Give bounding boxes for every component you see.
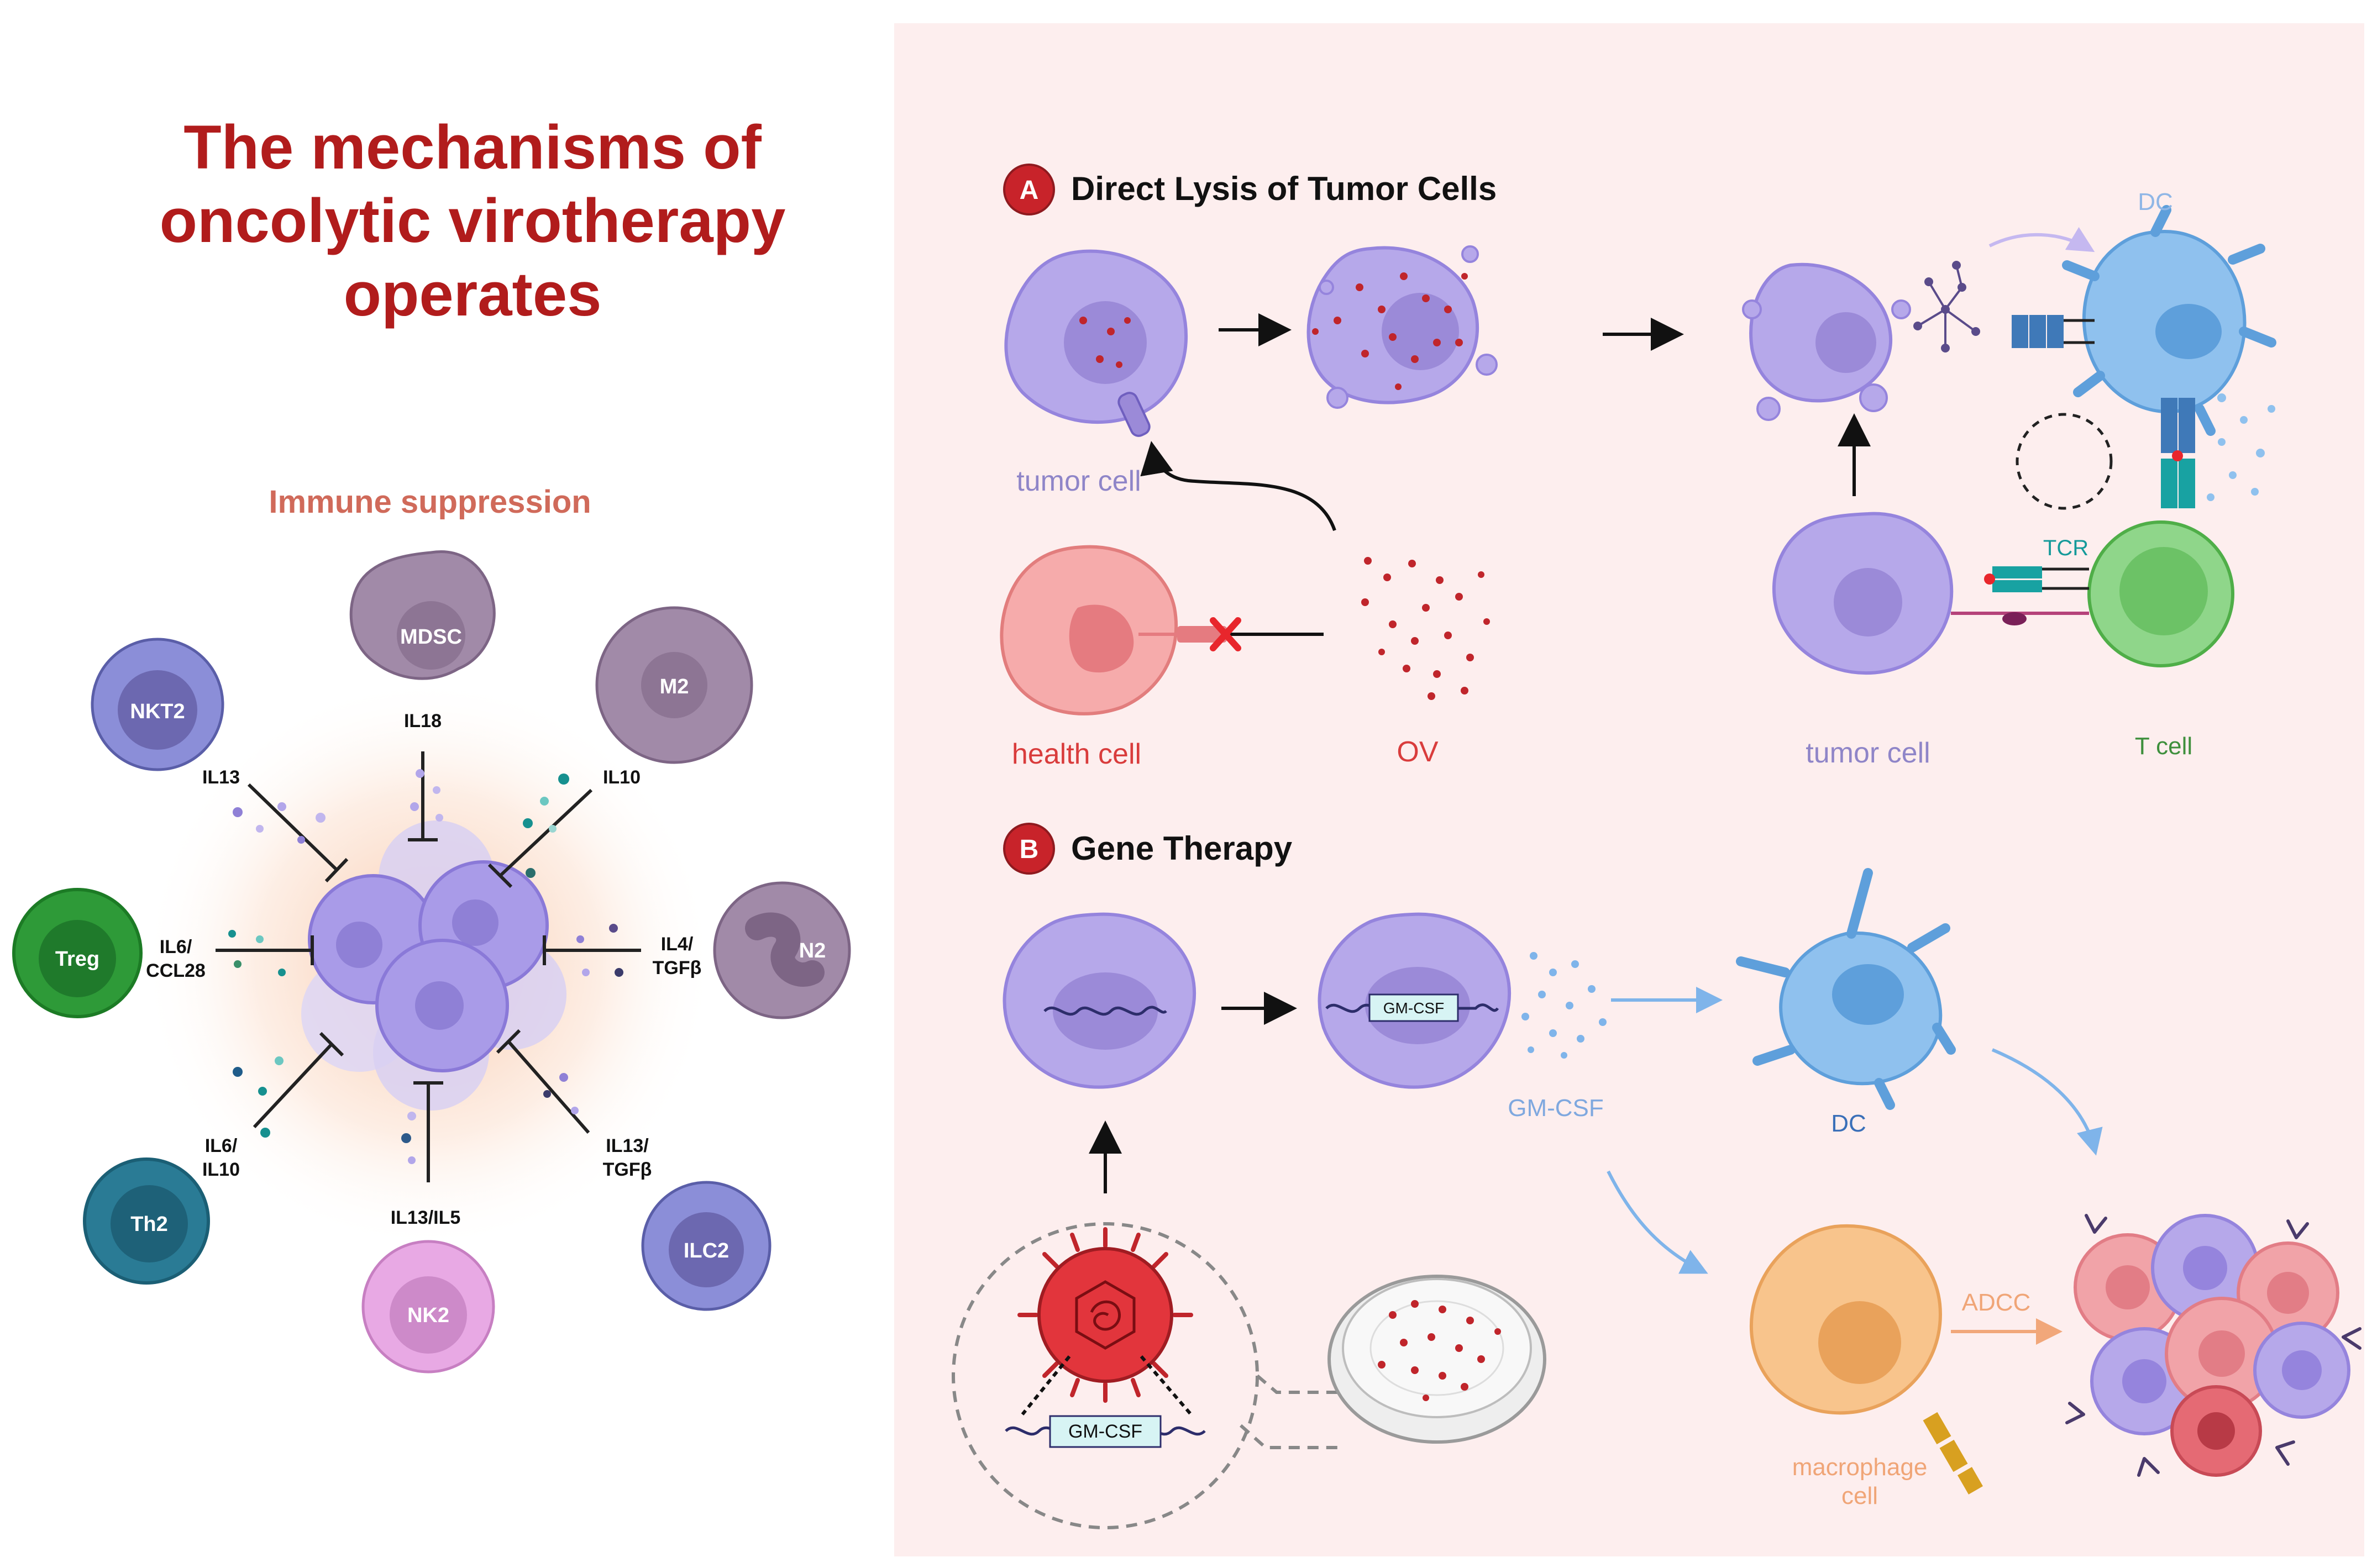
tumor-cell-a1 bbox=[1004, 249, 1188, 437]
gmcsf-gene-box bbox=[1049, 1415, 1162, 1448]
badge-b bbox=[1003, 823, 1055, 875]
ilc2-label: ILC2 bbox=[684, 1239, 729, 1262]
dc-cell-b bbox=[1736, 868, 1956, 1110]
m2-label: M2 bbox=[660, 675, 689, 698]
label-gmcsf: GM-CSF bbox=[1508, 1095, 1604, 1122]
zoom-lines bbox=[1021, 1355, 1193, 1416]
ov-particles bbox=[1361, 557, 1490, 700]
cytokine-labels: IL18 IL13 IL10 IL6/ CCL28 IL4/ TGFβ IL6/… bbox=[146, 711, 701, 1228]
label-tumor-cell-a: tumor cell bbox=[1016, 465, 1141, 497]
label-il13-il5: IL13/IL5 bbox=[391, 1207, 461, 1228]
dc-cell-a bbox=[2062, 205, 2276, 436]
label-health-cell: health cell bbox=[1012, 738, 1141, 770]
t-cell bbox=[2087, 520, 2234, 667]
tumor-cell-a2 bbox=[1772, 512, 1954, 675]
treg-label: Treg bbox=[55, 948, 99, 971]
arrow-dc-to-tumor bbox=[1991, 1048, 2103, 1156]
tumor-cell-b2: GM-CSF bbox=[1318, 912, 1512, 1089]
label-il10: IL10 bbox=[603, 767, 641, 788]
label-il18: IL18 bbox=[404, 711, 442, 732]
label-il6-il10-2: IL10 bbox=[202, 1159, 240, 1180]
label-ov: OV bbox=[1397, 736, 1438, 768]
main-title: The mechanisms of oncolytic virotherapy … bbox=[160, 113, 786, 329]
label-dc-a: DC bbox=[2138, 188, 2173, 215]
gmcsf-dots bbox=[1521, 952, 1607, 1059]
cell-mdsc: MDSC bbox=[349, 550, 496, 680]
immune-suppression-heading: Immune suppression bbox=[269, 484, 591, 520]
dashed-cycle bbox=[2016, 413, 2113, 510]
label-il4-tgfb-1: IL4/ bbox=[661, 934, 694, 955]
panel-a-header: A Direct Lysis of Tumor Cells bbox=[1003, 164, 1497, 215]
tcr-receptors bbox=[1951, 566, 2089, 625]
label-il13-tgfb-1: IL13/ bbox=[606, 1135, 649, 1156]
badge-b-letter: B bbox=[1020, 835, 1039, 864]
nkt2-label: NKT2 bbox=[130, 700, 185, 723]
badge-a-letter: A bbox=[1020, 176, 1039, 205]
title-line-3: operates bbox=[344, 260, 602, 329]
label-macrophage-2: cell bbox=[1841, 1482, 1878, 1509]
cell-nk2: NK2 bbox=[361, 1240, 495, 1374]
cell-ilc2: ILC2 bbox=[641, 1181, 772, 1311]
label-il6-ccl28-2: CCL28 bbox=[146, 960, 206, 981]
n2-label: N2 bbox=[799, 939, 826, 962]
label-il13: IL13 bbox=[202, 767, 240, 788]
block-x-icon bbox=[1210, 617, 1241, 651]
label-adcc: ADCC bbox=[1962, 1289, 2031, 1316]
label-macrophage-1: macrophage bbox=[1792, 1454, 1928, 1481]
debris-cell bbox=[1742, 261, 1980, 421]
cell-nkt2: NKT2 bbox=[91, 638, 224, 771]
cell-treg: Treg bbox=[12, 888, 143, 1018]
arrow-ov-infection bbox=[1140, 441, 1336, 531]
mdsc-label: MDSC bbox=[400, 625, 462, 649]
tumor-cell-b1 bbox=[1003, 912, 1197, 1089]
health-cell bbox=[1000, 545, 1227, 715]
cell-th2: Th2 bbox=[83, 1157, 210, 1285]
panel-b-header: B Gene Therapy bbox=[1003, 823, 1293, 875]
zoom-connector bbox=[1240, 1374, 1343, 1449]
lysing-cell bbox=[1306, 245, 1498, 409]
tumor-mass bbox=[2065, 1214, 2361, 1477]
label-tumor-cell-a2: tumor cell bbox=[1806, 737, 1930, 769]
label-il4-tgfb-2: TGFβ bbox=[653, 957, 702, 978]
gmcsf-inner-label: GM-CSF bbox=[1383, 999, 1444, 1017]
th2-label: Th2 bbox=[130, 1213, 168, 1236]
title-line-2: oncolytic virotherapy bbox=[160, 186, 786, 255]
cell-n2: N2 bbox=[713, 881, 851, 1019]
gmcsf-gene-label: GM-CSF bbox=[1068, 1421, 1142, 1442]
inhibition-lines bbox=[216, 751, 641, 1182]
arrow-gmcsf-to-macrophage bbox=[1607, 1170, 1708, 1274]
label-t-cell: T cell bbox=[2135, 733, 2192, 760]
macrophage-cell bbox=[1749, 1224, 1983, 1495]
label-tcr: TCR bbox=[2043, 536, 2088, 560]
panel-b-title: Gene Therapy bbox=[1071, 830, 1293, 867]
badge-a bbox=[1003, 164, 1055, 215]
dc-dots bbox=[2207, 393, 2275, 501]
nk2-label: NK2 bbox=[407, 1304, 449, 1327]
cell-m2: M2 bbox=[595, 606, 753, 764]
cytokine-dots bbox=[228, 769, 623, 1164]
arrow-antigen-to-dc bbox=[1988, 227, 2095, 252]
petri-dish bbox=[1327, 1275, 1546, 1444]
label-il13-tgfb-2: TGFβ bbox=[603, 1159, 652, 1180]
panel-a-title: Direct Lysis of Tumor Cells bbox=[1071, 170, 1497, 207]
dc-receptors bbox=[2012, 315, 2195, 508]
label-dc-b: DC bbox=[1831, 1110, 1866, 1137]
oncolytic-virus bbox=[1017, 1227, 1193, 1403]
title-line-1: The mechanisms of bbox=[183, 113, 762, 182]
label-il6-il10-1: IL6/ bbox=[205, 1135, 238, 1156]
label-il6-ccl28-1: IL6/ bbox=[160, 936, 192, 957]
